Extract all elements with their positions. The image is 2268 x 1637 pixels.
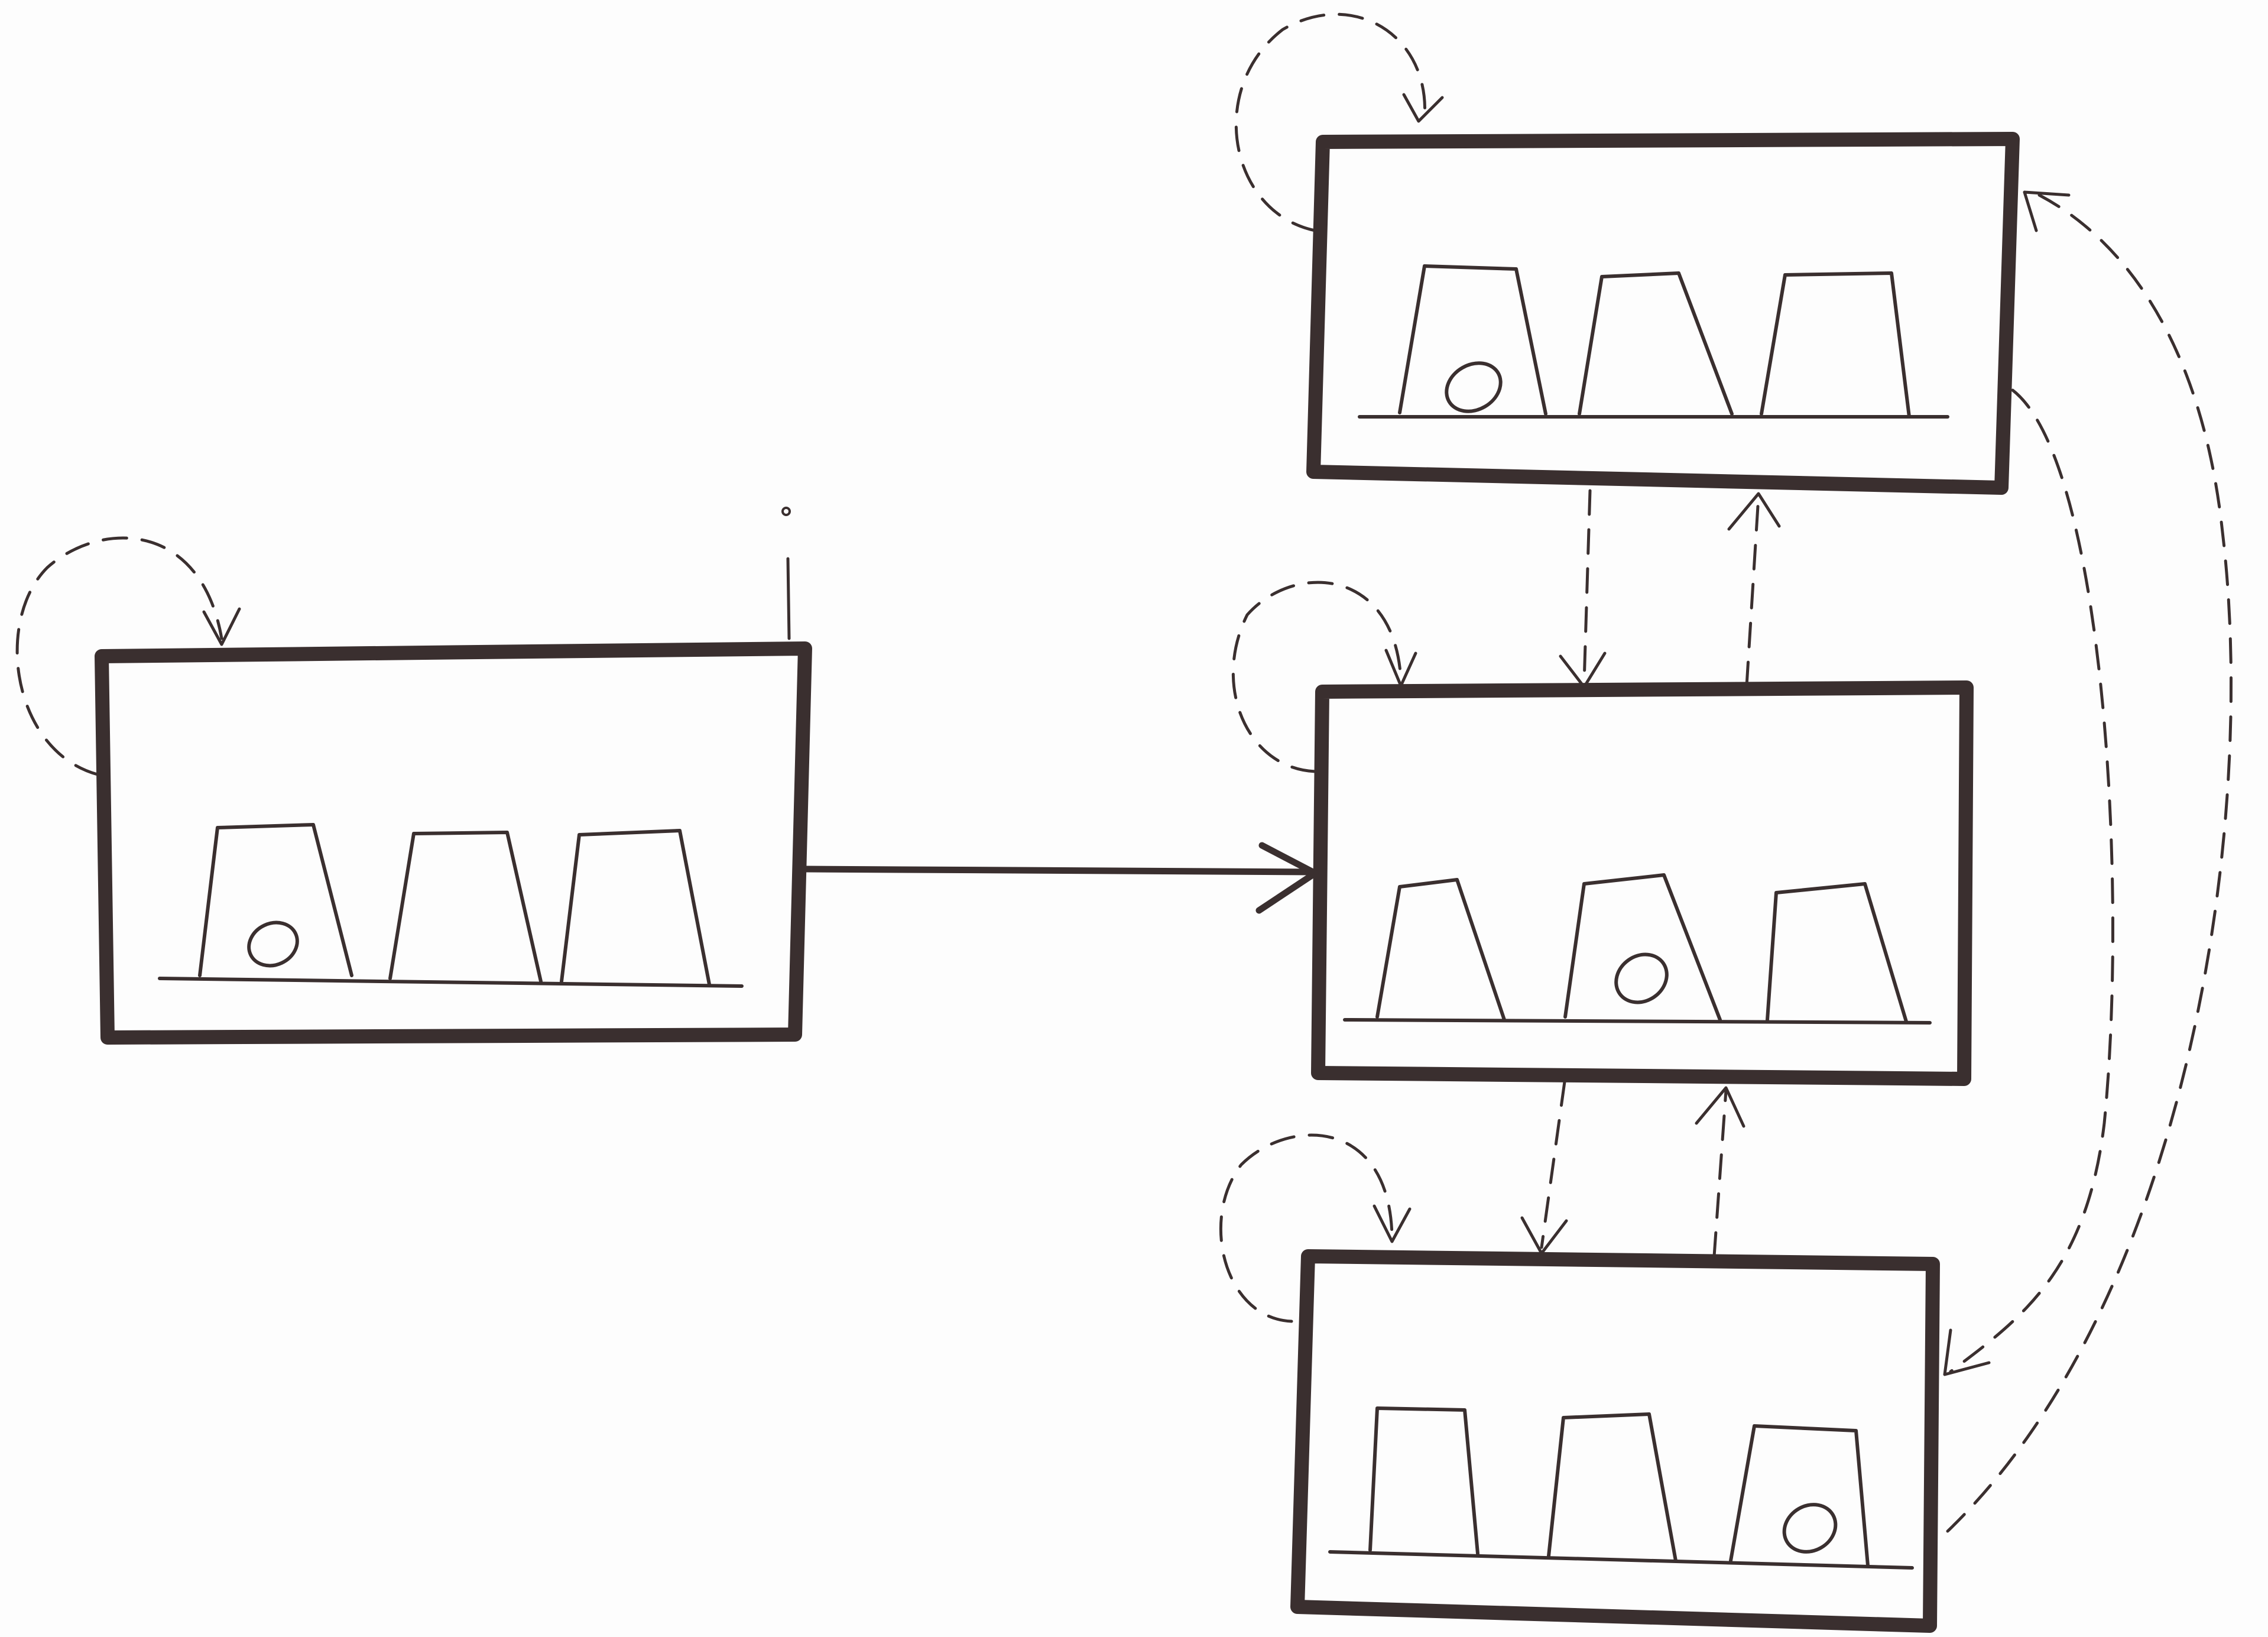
cup-2 — [1563, 873, 1722, 1022]
loop-top — [1235, 12, 1426, 232]
ball — [1614, 952, 1669, 1004]
baseline — [1343, 1018, 1932, 1025]
cup-3 — [1760, 271, 1911, 419]
state-middle-contents — [1343, 873, 1932, 1025]
arrow-bottom-to-middle — [1712, 1089, 1728, 1258]
long-transitions — [1946, 193, 2233, 1533]
self-loops — [15, 12, 1426, 1323]
loop-top-arrowhead — [1402, 93, 1444, 123]
stray-dot — [781, 507, 791, 516]
state-start-contents — [158, 823, 744, 988]
cup-2 — [388, 831, 543, 983]
arrowhead-middle-to-top — [1727, 492, 1781, 531]
self-loop-arrowheads — [202, 93, 1444, 1243]
baseline — [158, 977, 744, 988]
cup-1 — [1398, 264, 1547, 416]
loop-bottom — [1219, 1133, 1394, 1323]
loop-start-arrowhead — [202, 607, 241, 646]
arrowhead-middle-to-bottom — [1520, 1216, 1568, 1255]
arrow-start-to-middle — [802, 865, 1317, 876]
arrow-top-to-middle — [1582, 489, 1592, 685]
arrowhead-top-to-bottom — [1943, 1328, 1991, 1376]
cup-3 — [1766, 882, 1908, 1023]
ball — [247, 920, 299, 968]
cup-3 — [1729, 1424, 1870, 1567]
vertical-arrowheads — [1520, 492, 1781, 1255]
baseline — [1328, 1550, 1914, 1570]
state-frames — [95, 132, 2020, 1633]
arrowhead-bottom-to-middle — [1695, 1086, 1745, 1128]
loop-bottom-arrowhead — [1373, 1204, 1412, 1243]
state-top-contents — [1358, 264, 1949, 419]
cup-1 — [198, 823, 353, 977]
ball — [1782, 1503, 1838, 1554]
long-arrowheads — [1943, 190, 2071, 1376]
arrow-bottom-to-top — [1946, 193, 2233, 1533]
loop-start — [15, 536, 223, 776]
cup-1 — [1375, 878, 1506, 1022]
loop-middle-arrowhead — [1384, 649, 1417, 688]
arrowhead-start-to-middle — [1255, 842, 1319, 914]
loop-middle — [1231, 581, 1403, 773]
state-start-frame — [95, 641, 812, 1045]
cup-3 — [560, 829, 711, 986]
cup-2 — [1547, 1412, 1678, 1563]
state-bottom-contents — [1328, 1406, 1914, 1570]
state-contents — [158, 264, 1949, 1570]
cup-1 — [1368, 1406, 1479, 1555]
vertical-transitions — [1540, 489, 1760, 1258]
state-bottom-frame — [1290, 1249, 1940, 1633]
transitions — [15, 12, 2233, 1533]
cup-2 — [1578, 271, 1734, 416]
arrow-top-to-bottom — [1949, 388, 2114, 1373]
arrowhead-bottom-to-top — [2023, 190, 2071, 232]
arrow-middle-to-bottom — [1540, 1080, 1566, 1249]
ball — [1445, 361, 1503, 413]
state-top-frame — [1306, 132, 2020, 495]
stray-tick — [786, 557, 791, 640]
arrow-middle-to-top — [1745, 495, 1760, 688]
state-middle-frame — [1311, 680, 1974, 1086]
arrowhead-top-to-middle — [1559, 651, 1607, 689]
